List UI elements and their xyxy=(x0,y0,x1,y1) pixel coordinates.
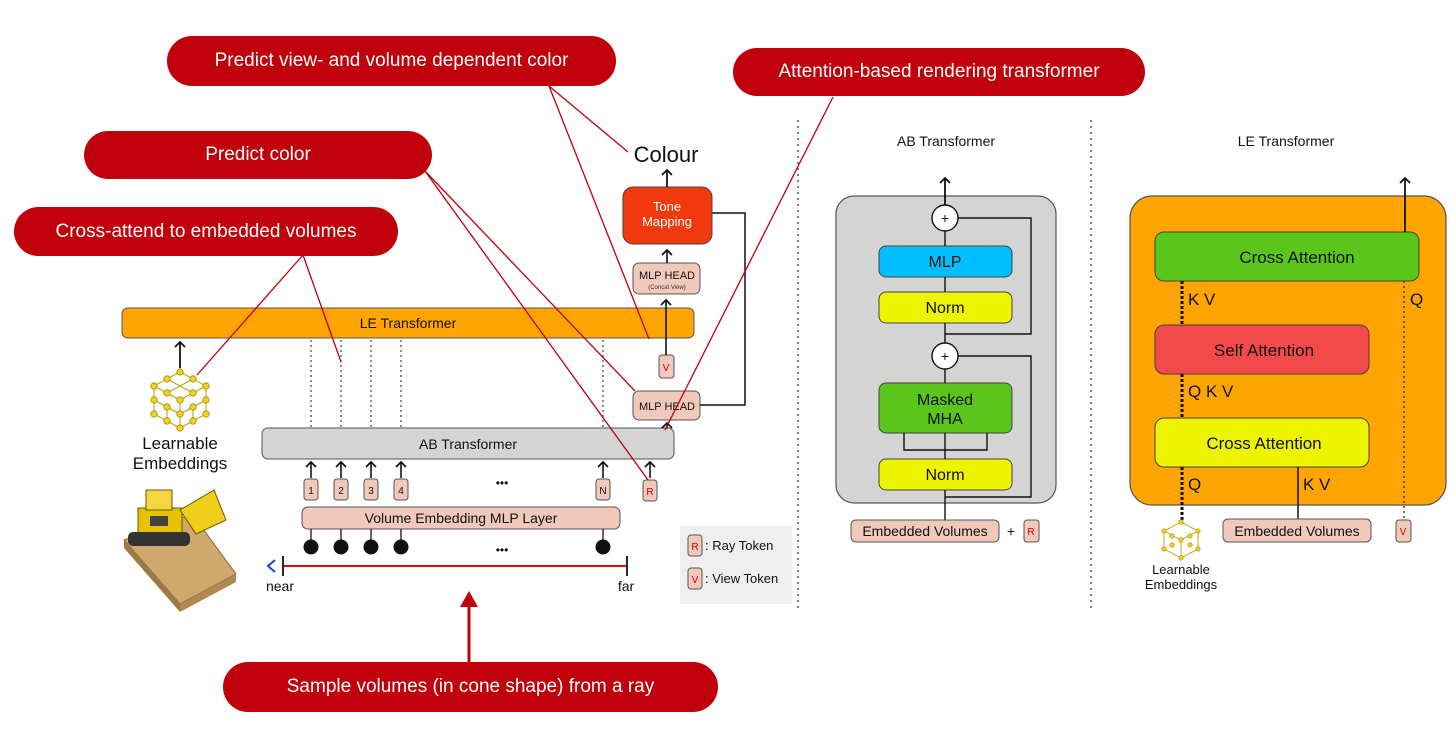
volume-token xyxy=(333,478,349,501)
legend-view-label: : View Token xyxy=(705,571,778,586)
le-kv-bottom-label: K V xyxy=(1303,475,1331,494)
ray-token xyxy=(642,479,658,502)
ab-plus-bottom: + xyxy=(941,348,949,364)
ab-panel-title: AB Transformer xyxy=(897,133,995,149)
view-token-letter: V xyxy=(663,363,670,374)
ab-masked-mha-label-1: Masked xyxy=(917,392,973,409)
ab-internal-connectors xyxy=(903,217,1032,520)
learnable-embeddings-label-2: Embeddings xyxy=(133,454,228,473)
le-transformer-bar xyxy=(121,307,695,339)
le-self-attention-box xyxy=(1154,324,1370,375)
sample-points xyxy=(303,529,611,555)
colour-output-label: Colour xyxy=(634,142,699,167)
le-transformer-label: LE Transformer xyxy=(360,315,457,331)
ray-token-letter: R xyxy=(646,487,653,498)
mlp-head-top-sublabel: (Concat View) xyxy=(648,285,686,291)
token-label-2: 2 xyxy=(338,486,344,497)
callout-cross-attend: Cross-attend to embedded volumes xyxy=(14,207,398,256)
callout-view-volume-color: Predict view- and volume dependent color xyxy=(167,36,616,86)
le-learnable-embeddings-label-2: Embeddings xyxy=(1145,577,1218,592)
sample-arrow-head xyxy=(460,591,478,607)
le-learnable-embeddings-label-1: Learnable xyxy=(1152,562,1210,577)
tone-mapping-label-1: Tone xyxy=(653,199,681,214)
le-view-token-letter: V xyxy=(1400,527,1407,538)
legend-ray-letter: R xyxy=(691,542,698,553)
ab-norm-bottom-label: Norm xyxy=(925,467,964,484)
le-view-token xyxy=(1395,519,1412,543)
le-self-attention-label: Self Attention xyxy=(1214,341,1314,360)
volume-token xyxy=(595,478,611,501)
le-cross-attention-top-label: Cross Attention xyxy=(1239,248,1354,267)
le-internal-connectors xyxy=(1180,176,1411,520)
ab-transformer-label: AB Transformer xyxy=(419,436,517,452)
legend-ray-label: : Ray Token xyxy=(705,538,773,553)
token-ellipsis: ••• xyxy=(496,476,509,490)
volume-embedding-layer xyxy=(301,506,621,530)
ab-plus-inputs: + xyxy=(1007,523,1015,539)
mlp-head-top-label: MLP HEAD xyxy=(639,270,695,282)
le-cross-attention-bottom-box xyxy=(1154,417,1370,468)
ab-embedded-volumes-box xyxy=(850,519,1000,543)
le-q-bottom-label: Q xyxy=(1188,475,1201,494)
ab-mlp-label: MLP xyxy=(929,254,962,271)
camera-icon xyxy=(266,559,276,573)
head-to-tone-connector xyxy=(700,212,746,406)
token-label-n: N xyxy=(599,486,606,497)
le-qkv-label: Q K V xyxy=(1188,382,1234,401)
ab-norm-top-label: Norm xyxy=(925,300,964,317)
tone-mapping-label-2: Mapping xyxy=(642,214,692,229)
le-cube-node-dots xyxy=(1161,519,1201,561)
legend-view-letter: V xyxy=(692,575,699,586)
callout-predict-color: Predict color xyxy=(84,131,432,179)
le-embedded-volumes-label: Embedded Volumes xyxy=(1234,523,1359,539)
le-cross-attention-bottom-label: Cross Attention xyxy=(1206,434,1321,453)
le-kv-top-label: K V xyxy=(1188,290,1216,309)
le-embedded-volumes-box xyxy=(1222,518,1372,543)
volume-token xyxy=(303,478,319,501)
le-panel-title: LE Transformer xyxy=(1238,133,1335,149)
volume-token xyxy=(363,478,379,501)
near-label: near xyxy=(266,578,294,594)
callout-pointer-lines xyxy=(196,85,834,481)
ab-ray-token-letter: R xyxy=(1027,527,1034,538)
volume-token xyxy=(393,478,409,501)
ab-ray-token xyxy=(1023,519,1040,543)
legend-view-swatch xyxy=(687,567,703,590)
ab-plus-top: + xyxy=(941,210,949,226)
le-q-top-label: Q xyxy=(1410,290,1423,309)
cube-node-dots xyxy=(150,368,210,432)
le-cross-attention-top-box xyxy=(1154,231,1420,282)
token-label-3: 3 xyxy=(368,486,374,497)
ab-transformer-bar xyxy=(261,427,675,460)
ab-embedded-volumes-label: Embedded Volumes xyxy=(862,523,987,539)
token-label-1: 1 xyxy=(308,486,314,497)
callout-sample-volumes: Sample volumes (in cone shape) from a ra… xyxy=(223,662,718,712)
volume-tokens xyxy=(303,478,611,501)
learnable-embeddings-label-1: Learnable xyxy=(142,434,218,453)
token-arrows xyxy=(305,460,656,478)
far-label: far xyxy=(618,578,635,594)
ab-masked-mha-label-2: MHA xyxy=(927,411,963,428)
sample-ellipsis: ••• xyxy=(496,543,509,557)
mlp-head-bottom-label: MLP HEAD xyxy=(639,401,695,413)
token-label-4: 4 xyxy=(398,486,404,497)
legend-ray-swatch xyxy=(687,534,703,557)
lego-bulldozer-icon xyxy=(123,489,237,612)
callout-attention-rendering: Attention-based rendering transformer xyxy=(733,48,1145,96)
volume-embedding-label: Volume Embedding MLP Layer xyxy=(365,510,558,526)
